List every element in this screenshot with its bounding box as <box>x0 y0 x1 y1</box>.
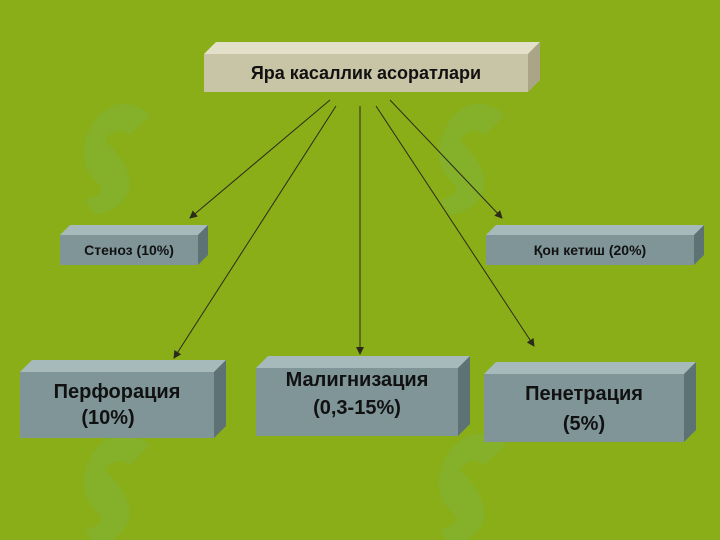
node-malignization-percent: (0,3-15%) <box>313 397 401 419</box>
arrow-to-penetration <box>375 105 535 347</box>
node-bleeding-shape <box>486 225 704 265</box>
arrow-to-stenosis <box>189 99 331 219</box>
node-perforation-shape <box>20 360 226 438</box>
root-node-shape <box>204 42 540 92</box>
node-penetration-percent: (5%) <box>562 413 606 435</box>
node-stenosis-shape <box>60 225 208 265</box>
node-malignization: Малигнизация (0,3-15%) <box>256 356 470 436</box>
node-penetration: Пенетрация (5%) <box>484 362 696 442</box>
root-node: Яра касаллик асоратлари <box>204 40 540 92</box>
node-stenosis-label: Стеноз (10%) <box>84 242 174 258</box>
node-penetration-shape <box>484 362 696 442</box>
node-malignization-name: Малигнизация <box>285 369 429 391</box>
node-bleeding: Қон кетиш (20%) <box>486 223 704 265</box>
root-label: Яра касаллик асоратлари <box>250 62 482 83</box>
arrow-to-perforation <box>173 105 337 359</box>
node-perforation-name: Перфорация <box>53 381 181 403</box>
node-stenosis: Стеноз (10%) <box>60 223 208 265</box>
node-bleeding-label: Қон кетиш (20%) <box>533 242 647 258</box>
node-perforation-percent: (10%) <box>81 407 135 429</box>
node-perforation: Перфорация (10%) <box>20 360 226 438</box>
arrow-to-bleeding <box>389 99 503 219</box>
node-malignization-shape <box>256 356 470 436</box>
node-penetration-name: Пенетрация <box>525 383 643 405</box>
